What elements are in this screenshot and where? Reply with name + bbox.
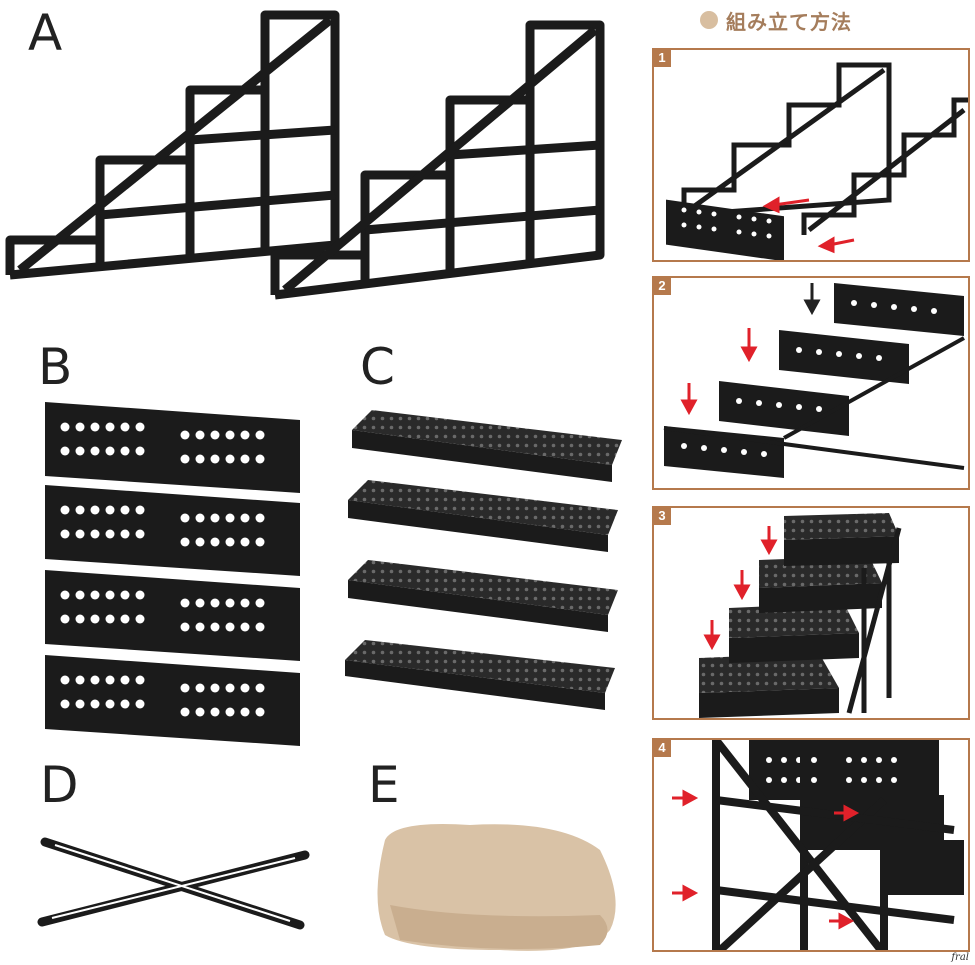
step-board-2: [348, 480, 618, 552]
part-b-riser-panels: [45, 402, 300, 746]
riser-panel-3: [45, 570, 300, 661]
part-label-a: A: [28, 4, 63, 62]
step-2-illustration: [663, 283, 965, 478]
step-2-panel: 2: [652, 276, 970, 490]
watermark-text: fral: [951, 952, 969, 963]
assembly-title: 組み立て方法: [700, 6, 852, 34]
part-label-c: C: [360, 338, 395, 396]
circle-dot-icon: [700, 11, 718, 29]
step-2-badge: 2: [654, 278, 671, 295]
step-3-badge: 3: [654, 508, 671, 525]
riser-panel-4: [45, 655, 300, 746]
part-label-b: B: [38, 338, 73, 396]
step-1-badge: 1: [654, 50, 671, 67]
step-1-panel: 1: [652, 48, 970, 262]
part-d-cross-brace: [37, 837, 310, 930]
arrow-icon: [703, 526, 778, 651]
step-board-3: [348, 560, 618, 632]
part-c-step-boards: [345, 410, 622, 710]
part-e-fleece-mat: [377, 824, 616, 951]
arrow-icon: [762, 196, 855, 254]
assembly-title-text: 組み立て方法: [726, 9, 852, 34]
riser-panel-1: [45, 402, 300, 493]
step-3-illustration: [699, 513, 902, 718]
step-1-illustration: [666, 62, 968, 260]
step-board-4: [345, 640, 615, 710]
step-board-1: [352, 410, 622, 482]
step-4-badge: 4: [654, 740, 671, 757]
part-label-d: D: [40, 756, 79, 814]
part-a-side-frames: [5, 10, 605, 300]
arrow-icon: [680, 328, 758, 416]
step-4-panel: 4: [652, 738, 970, 952]
side-frame-right: [270, 20, 605, 300]
step-4-illustration: [672, 740, 964, 950]
riser-panel-2: [45, 485, 300, 576]
arrow-icon: [672, 789, 860, 930]
side-frame-left: [5, 10, 340, 280]
step-3-panel: 3: [652, 506, 970, 720]
part-label-e: E: [368, 756, 400, 814]
